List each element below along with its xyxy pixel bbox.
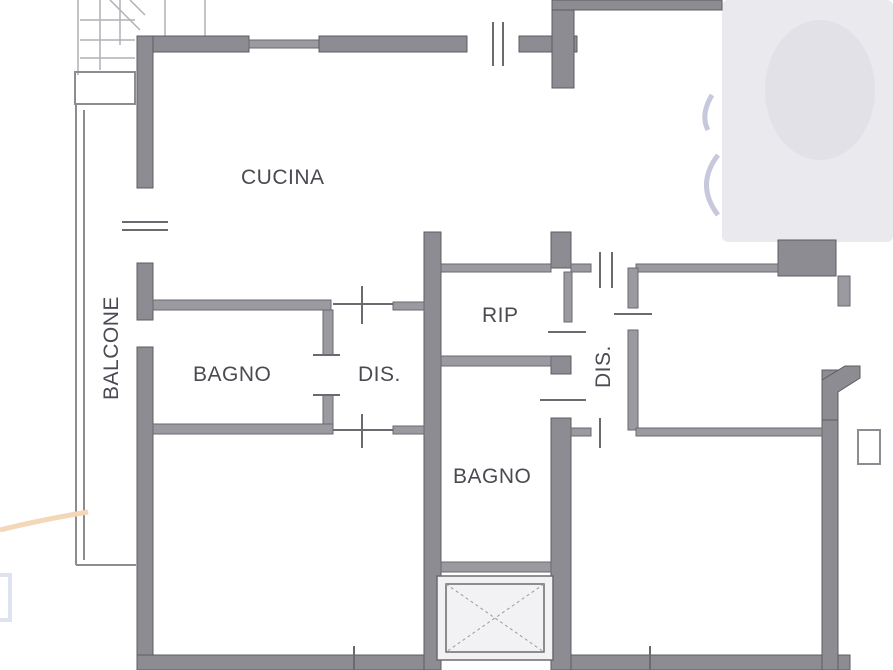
label-dis-right: DIS. <box>592 345 615 388</box>
interior-walls <box>152 231 861 670</box>
balcony <box>75 105 136 566</box>
label-bagno-center: BAGNO <box>453 465 531 488</box>
door-marks <box>122 22 652 670</box>
obscured-region <box>702 0 893 242</box>
label-rip: RIP <box>482 304 519 327</box>
label-cucina: CUCINA <box>241 166 325 189</box>
staircase <box>74 0 206 105</box>
utility-shaft <box>436 575 554 661</box>
watermark-stroke <box>0 509 89 533</box>
label-bagno-left: BAGNO <box>193 363 271 386</box>
exterior-walls <box>136 0 881 670</box>
watermark-glyph <box>0 573 12 622</box>
label-dis-left: DIS. <box>358 363 401 386</box>
label-balcone: BALCONE <box>100 296 123 400</box>
